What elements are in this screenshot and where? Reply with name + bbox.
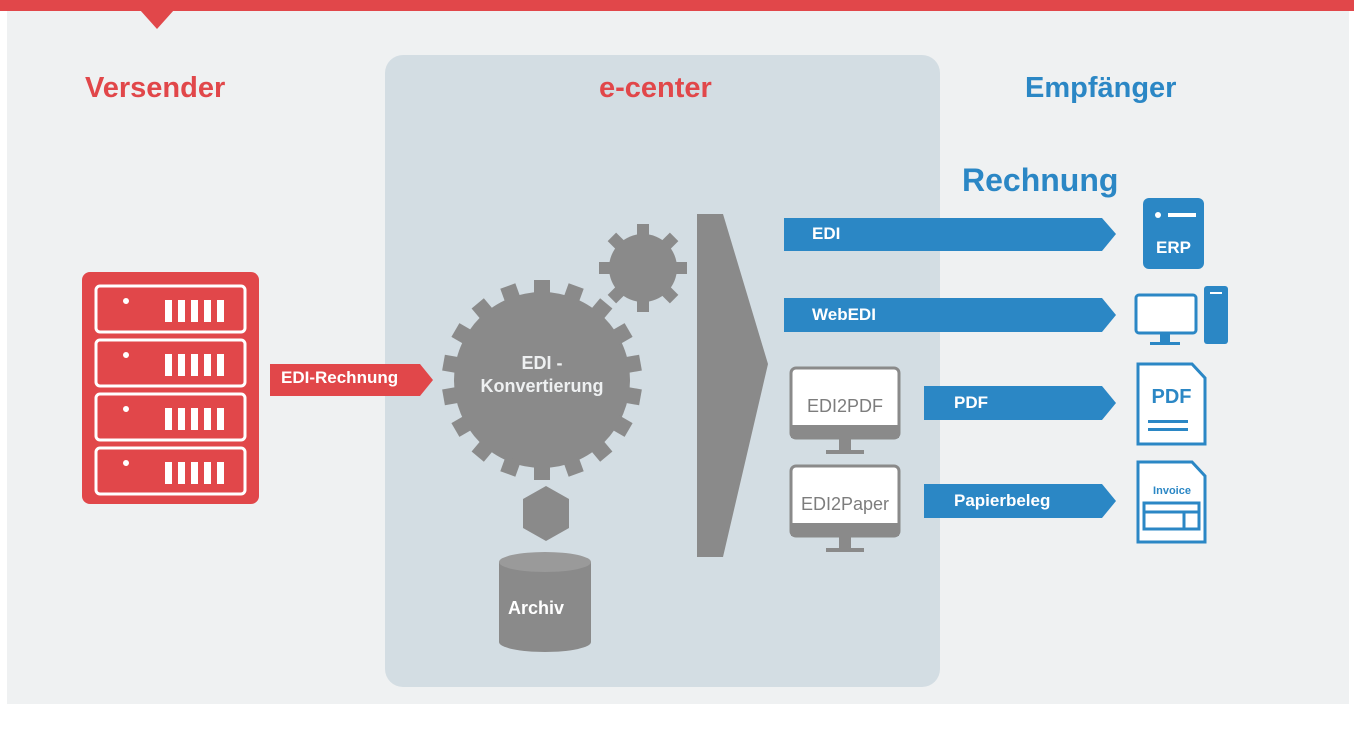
server-rack-icon xyxy=(82,272,259,504)
edi2pdf-monitor-icon xyxy=(789,366,901,454)
heading-receiver: Empfänger xyxy=(1025,72,1177,104)
erp-icon-label: ERP xyxy=(1156,238,1191,257)
pdf-icon-label: PDF xyxy=(1151,386,1192,408)
converter-label-line1: EDI - xyxy=(521,353,563,373)
channel-label-edi: EDI xyxy=(812,224,841,243)
heading-sender: Versender xyxy=(85,72,226,104)
channel-label-papierbeleg: Papierbeleg xyxy=(954,491,1051,510)
channel-arrow-pdf xyxy=(924,386,1116,420)
edi2paper-screen-label: EDI2Paper xyxy=(800,494,890,514)
heading-e-center-text: e-center xyxy=(599,72,712,104)
converter-label-line2: Konvertierung xyxy=(480,376,604,396)
edi2paper-monitor-icon xyxy=(789,464,901,552)
receiver-subheading: Rechnung xyxy=(962,162,1119,198)
large-gear-icon xyxy=(442,280,642,480)
channel-arrow-edi xyxy=(784,218,1116,251)
hexagon-connector-icon xyxy=(523,486,569,541)
channel-label-pdf: PDF xyxy=(954,393,988,412)
desktop-computer-icon xyxy=(1134,286,1228,345)
channel-arrow-webedi xyxy=(784,298,1116,332)
invoice-document-icon xyxy=(1136,460,1207,544)
distribution-arrow xyxy=(697,214,768,557)
invoice-icon-label: Invoice xyxy=(1153,485,1191,497)
pdf-document-icon xyxy=(1136,362,1207,446)
heading-e-center: e-center xyxy=(599,72,712,105)
top-notch-marker xyxy=(140,10,174,29)
edi-rechnung-label: EDI-Rechnung xyxy=(281,368,399,387)
small-gear-icon xyxy=(599,224,687,312)
edi2pdf-screen-label: EDI2PDF xyxy=(806,396,884,416)
top-accent-bar xyxy=(0,0,1354,11)
converter-label: EDI - Konvertierung xyxy=(468,352,616,398)
archive-label: Archiv xyxy=(508,598,565,618)
database-icon xyxy=(499,552,591,652)
edi-rechnung-arrow xyxy=(270,364,433,396)
channel-label-webedi: WebEDI xyxy=(812,305,876,324)
channel-arrow-papierbeleg xyxy=(924,484,1116,518)
erp-server-icon xyxy=(1143,198,1204,269)
